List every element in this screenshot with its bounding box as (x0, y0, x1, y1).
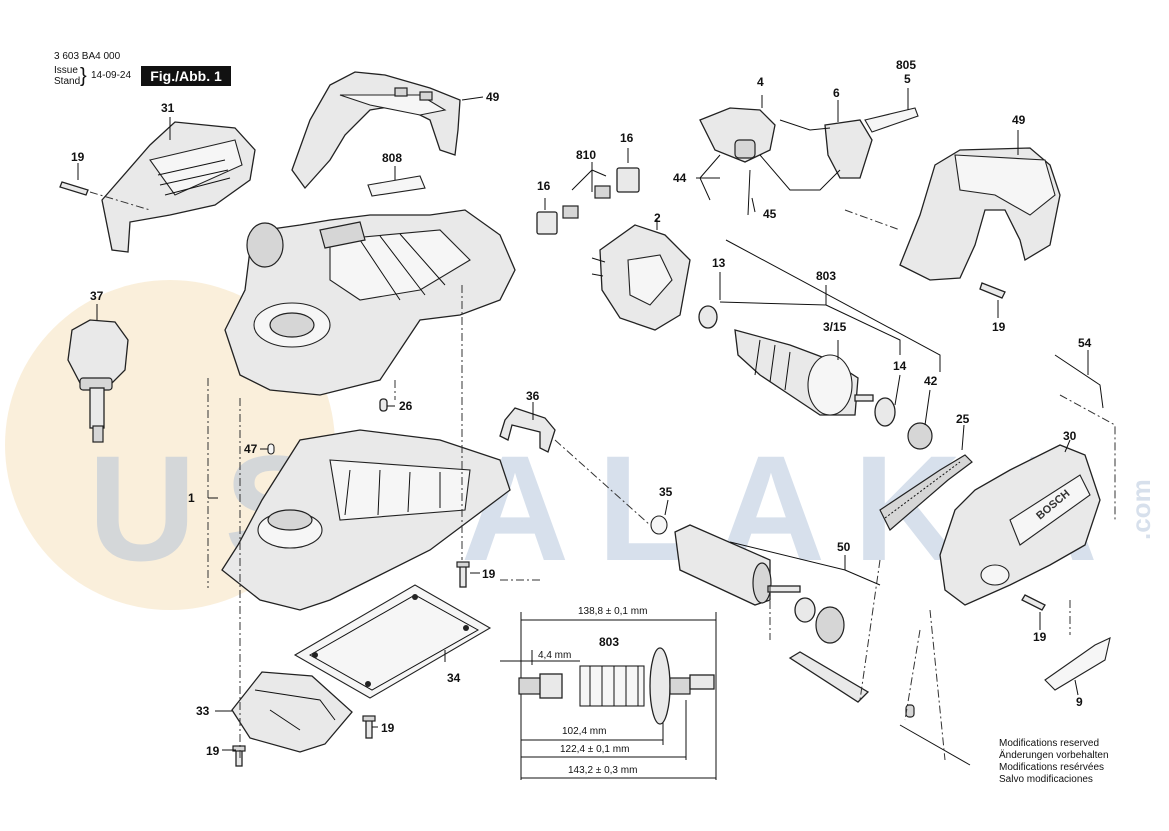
main-housing (224, 209, 516, 396)
cutter-drum (650, 515, 845, 644)
label-19-f: 19 (1033, 630, 1047, 644)
dimension-d1: 102,4 mm (562, 726, 606, 737)
label-16-b: 16 (620, 131, 634, 145)
doc-number: 3 603 BA4 000 (54, 51, 121, 62)
label-42: 42 (924, 374, 938, 388)
label-34: 34 (447, 671, 461, 685)
axis-line-d (554, 439, 651, 526)
watermark-suffix: .com (1126, 479, 1156, 540)
pin-26 (379, 398, 388, 412)
label-1: 1 (188, 491, 195, 505)
dimension-d2: 122,4 ± 0,1 mm (560, 744, 629, 755)
note-line: Salvo modificaciones (999, 774, 1093, 785)
armature-803 (698, 305, 933, 450)
label-36: 36 (526, 389, 540, 403)
axis-line-49 (844, 209, 901, 231)
note-line: Modifications reserved (999, 738, 1100, 749)
label-5: 5 (904, 72, 911, 86)
label-35: 35 (659, 485, 673, 499)
screw-19-lower-b (362, 715, 376, 739)
handle-49-right (899, 147, 1061, 281)
label-9: 9 (1076, 695, 1083, 709)
label-16-a: 16 (537, 179, 551, 193)
part-number-labels: 31 49 19 808 37 26 36 47 1 35 19 34 33 1… (71, 58, 1092, 758)
label-808: 808 (382, 151, 402, 165)
handle-cover-49 (291, 71, 461, 190)
label-3-15: 3/15 (823, 320, 847, 334)
label-31: 31 (161, 101, 175, 115)
label-49-right: 49 (1012, 113, 1026, 127)
label-19-d: 19 (206, 744, 220, 758)
screw-19-right-a (979, 282, 1006, 299)
header-brace: } (80, 65, 87, 87)
blade-bars (788, 651, 971, 766)
label-50: 50 (837, 540, 851, 554)
drive-belt-25 (879, 454, 973, 531)
label-4: 4 (757, 75, 764, 89)
label-2: 2 (654, 211, 661, 225)
belt-cover-30: BOSCH (939, 444, 1101, 606)
label-808 (367, 175, 426, 197)
issue-date: 14-09-24 (91, 70, 132, 81)
screw-19-lower-a (456, 561, 470, 588)
allen-key-54 (1054, 354, 1104, 409)
field-stator-2 (591, 224, 691, 331)
bracket-36 (499, 407, 556, 453)
issue-label: Issue (54, 65, 78, 76)
label-6: 6 (833, 86, 840, 100)
label-19-a: 19 (71, 150, 85, 164)
label-810: 810 (576, 148, 596, 162)
leader-lines (77, 88, 1089, 751)
label-19-c: 19 (381, 721, 395, 735)
note-line: Änderungen vorbehalten (999, 750, 1109, 761)
switch-cable-assembly (699, 107, 919, 216)
stand-label: Stand (54, 76, 81, 87)
screw-19-right-b (1021, 594, 1046, 611)
figure-label: Fig./Abb. 1 (141, 66, 231, 86)
label-26: 26 (399, 399, 413, 413)
label-13: 13 (712, 256, 726, 270)
label-49-top: 49 (486, 90, 500, 104)
modification-notes: Modifications reserved Änderungen vorbeh… (999, 738, 1109, 786)
dimension-d3: 143,2 ± 0,3 mm (568, 765, 637, 776)
label-803-b: 803 (599, 635, 619, 649)
axis-lines-right (769, 559, 946, 761)
screw-19-lower-c (232, 745, 246, 767)
label-44: 44 (673, 171, 687, 185)
screw-19-left (59, 181, 151, 211)
shoe-33 (231, 671, 353, 753)
label-30: 30 (1063, 429, 1077, 443)
base-plate (221, 429, 511, 611)
label-9 (1044, 637, 1111, 691)
dimension-small: 4,4 mm (538, 650, 571, 661)
label-803-a: 803 (816, 269, 836, 283)
armature-dimension-drawing (500, 612, 717, 780)
sole-plate-34 (293, 584, 492, 699)
axis-line-54 (1059, 394, 1116, 520)
label-14: 14 (893, 359, 907, 373)
carbon-brushes-810 (536, 167, 640, 235)
label-45: 45 (763, 207, 777, 221)
label-54: 54 (1078, 336, 1092, 350)
label-33: 33 (196, 704, 210, 718)
label-37: 37 (90, 289, 104, 303)
label-19-e: 19 (992, 320, 1006, 334)
side-cover-31 (101, 121, 256, 253)
label-805: 805 (896, 58, 916, 72)
label-47: 47 (244, 442, 258, 456)
depth-knob-37 (67, 319, 129, 443)
dimension-total: 138,8 ± 0,1 mm (578, 606, 647, 617)
label-19-b: 19 (482, 567, 496, 581)
dimension-labels: 138,8 ± 0,1 mm 4,4 mm 102,4 mm 122,4 ± 0… (538, 606, 647, 776)
label-25: 25 (956, 412, 970, 426)
note-line: Modifications resérvées (999, 762, 1105, 773)
part-47 (267, 443, 275, 455)
